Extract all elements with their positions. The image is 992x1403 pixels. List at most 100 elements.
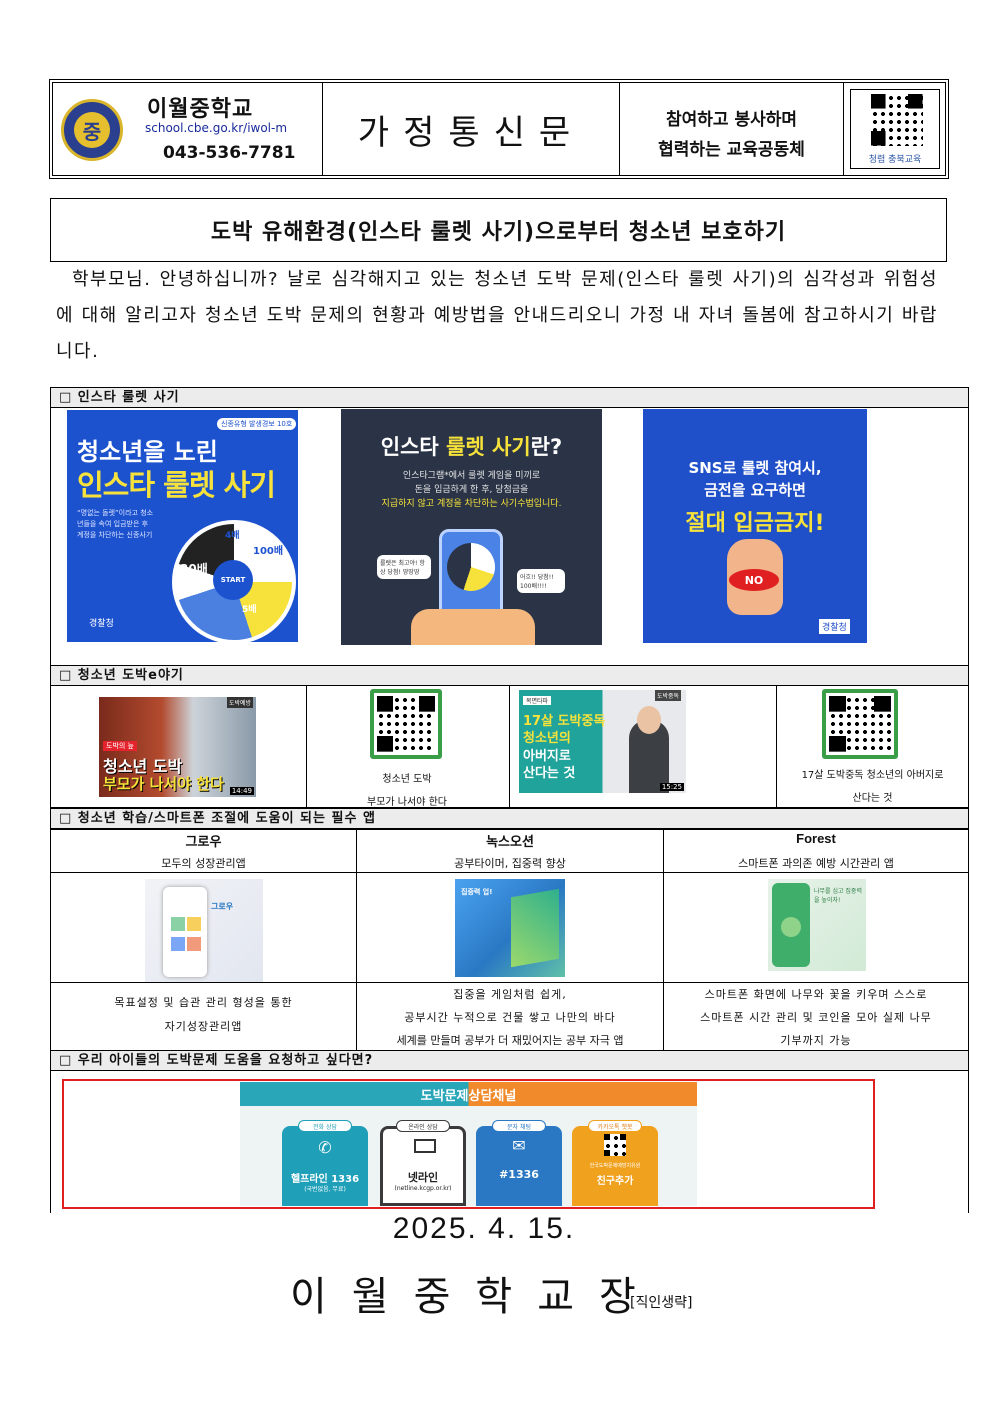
app-desc-2-line-2: 공부시간 누적으로 건물 쌓고 나만의 바다	[404, 1011, 616, 1024]
phone-wheel	[447, 543, 495, 591]
video1-tag: 도박예방	[227, 697, 254, 708]
section-2-frame	[50, 686, 969, 808]
app-image-cell-3: 나무를 심고 집중력을 높이자!	[663, 872, 969, 983]
school-info: 중 이월중학교 school.cbe.go.kr/iwol-m 043-536-…	[53, 83, 323, 175]
forest-phone-mockup	[772, 883, 810, 967]
video-thumb-2[interactable]: 복면타파 도박중독 17살 도박중독 청소년의 아버지로 산다는 것 15:25	[519, 690, 686, 793]
video1-line2: 부모가 나서야 한다	[103, 775, 224, 793]
signature-block: 이월중학교장 [직인생략]	[290, 1264, 730, 1324]
school-logo: 중	[61, 99, 123, 161]
card2-desc: 인스타그램*에서 룰렛 게임을 미끼로 돈을 입금하게 한 후, 당첨금을 지급…	[341, 469, 602, 511]
motto-line-2: 협력하는 교육공동체	[658, 140, 805, 160]
app-desc-cell-3: 스마트폰 화면에 나무와 꽃을 키우며 스스로 스마트폰 시간 관리 및 코인을…	[663, 982, 969, 1051]
video-thumb-1[interactable]: 도박예방 도박의 늪 청소년 도박 부모가 나서야 한다 14:49	[99, 697, 256, 797]
card3-agency: 경찰청	[819, 619, 850, 634]
monitor-icon	[414, 1139, 436, 1153]
school-url[interactable]: school.cbe.go.kr/iwol-m	[145, 121, 288, 135]
wheel-label-d: 5배	[242, 605, 257, 615]
channel-phone[interactable]: ✆ 헬프라인 1336 (국번없음, 무료)	[282, 1126, 368, 1206]
app-desc-3: 스마트폰 화면에 나무와 꽃을 키우며 스스로 스마트폰 시간 관리 및 코인을…	[664, 983, 968, 1052]
channel-kakao[interactable]: 한국도박문제예방치유원 친구추가	[572, 1126, 658, 1206]
qr-code-video-2-icon[interactable]	[822, 689, 898, 759]
video2-line2: 청소년의	[523, 731, 571, 746]
app-desc-2-line-1: 집중을 게임처럼 쉽게,	[453, 988, 567, 1001]
help-banner-title: 도박문제 상담채널	[240, 1082, 697, 1106]
app-header-2: 녹스오션 공부타이머, 집중력 향상	[356, 829, 664, 873]
card2-title-c: 란?	[530, 435, 563, 459]
section-heading-1: □ 인스타 룰렛 사기	[50, 387, 969, 408]
channel-online[interactable]: 넷라인 (netline.kcgp.or.kr)	[380, 1126, 466, 1206]
bubble-1: 룰렛은 최고야! 항상 당첨! 땅땅땅	[377, 555, 431, 579]
card2-title-b: 룰렛 사기	[446, 435, 531, 459]
envelope-icon: ✉	[512, 1136, 526, 1155]
wheel-start: START	[213, 560, 253, 600]
page-title: 도박 유해환경(인스타 룰렛 사기)으로부터 청소년 보호하기	[50, 198, 947, 262]
phone-icon: ✆	[318, 1138, 332, 1157]
app-desc-2-line-3: 세계를 만들며 공부가 더 재밌어지는 공부 자극 앱	[396, 1034, 624, 1047]
app-header-3: Forest 스마트폰 과의존 예방 시간관리 앱	[663, 829, 969, 873]
seal-note: [직인생략]	[630, 1295, 693, 1311]
help-banner: 도박문제 상담채널 ✆ 헬프라인 1336 (국번없음, 무료) 전화 상담 넷…	[240, 1082, 697, 1206]
qr2-caption-2: 산다는 것	[852, 793, 893, 804]
banner-title-a: 도박문제	[420, 1088, 469, 1104]
section-heading-4: □ 우리 아이들의 도박문제 도움을 요청하고 싶다면?	[50, 1050, 969, 1071]
channel-3-tag: 문자 채팅	[492, 1120, 546, 1132]
channel-4-sub: 한국도박문제예방치유원	[589, 1163, 641, 1169]
app-desc-1-line-2: 자기성장관리앱	[164, 1020, 243, 1033]
channel-text[interactable]: ✉ #1336	[476, 1126, 562, 1206]
app-header-1: 그로우 모두의 성장관리앱	[50, 829, 357, 873]
app-desc-2: 집중을 게임처럼 쉽게, 공부시간 누적으로 건물 쌓고 나만의 바다 세계를 …	[357, 983, 663, 1052]
qr-code-icon[interactable]	[871, 94, 923, 146]
video1-line1: 청소년 도박	[103, 757, 183, 776]
app-desc-3-line-1: 스마트폰 화면에 나무와 꽃을 키우며 스스로	[704, 988, 928, 1001]
channel-2-name: 넷라인	[407, 1171, 439, 1184]
card2-title: 인스타 룰렛 사기란?	[341, 431, 602, 461]
hand-illustration	[411, 609, 535, 645]
card1-agency: 경찰청	[89, 619, 114, 629]
intro-paragraph: 학부모님. 안녕하십니까? 날로 심각해지고 있는 청소년 도박 문제(인스타 …	[56, 269, 938, 362]
app-tagline-1: 모두의 성장관리앱	[161, 857, 246, 870]
scam-card-3: SNS로 룰렛 참여시, 금전을 요구하면 절대 입금금지! NO 경찰청	[643, 409, 867, 643]
app-tagline-3: 스마트폰 과의존 예방 시간관리 앱	[738, 857, 894, 870]
video2-line3: 아버지로	[523, 749, 571, 764]
apps-table: 그로우 모두의 성장관리앱 그로우 목표설정 및 습관 관리 형성을 통한 자기…	[50, 829, 969, 1051]
video2-line1: 17살 도박중독	[523, 714, 606, 729]
video2-tag2: 도박중독	[655, 690, 682, 701]
app-image-cell-2: 집중력 업!	[356, 872, 664, 983]
noxocean-phone-text: 집중력 업!	[461, 888, 493, 896]
card3-warning: SNS로 룰렛 참여시, 금전을 요구하면	[643, 457, 867, 501]
channel-2-tag: 온라인 상담	[396, 1120, 450, 1132]
card2-desc-3: 지급하지 않고 계정을 차단하는 사기수법입니다.	[381, 499, 562, 509]
app-name-3: Forest	[796, 831, 836, 846]
signer-name: 이월중학교장	[290, 1274, 661, 1320]
app-desc-cell-2: 집중을 게임처럼 쉽게, 공부시간 누적으로 건물 쌓고 나만의 바다 세계를 …	[356, 982, 664, 1051]
app-desc-1: 목표설정 및 습관 관리 형성을 통한 자기성장관리앱	[51, 991, 356, 1039]
scam-card-1: 신종유형 발생경보 10호 청소년을 노린 인스타 룰렛 사기 “명없는 돌렛”…	[67, 410, 298, 642]
app-desc-3-line-3: 기부까지 가능	[780, 1034, 852, 1047]
motto-line-1: 참여하고 봉사하며	[665, 110, 798, 130]
channel-4-name: 친구추가	[596, 1176, 634, 1187]
noxocean-island	[511, 888, 559, 968]
wheel-label-a: 100배	[253, 546, 284, 557]
grow-app-image: 그로우	[145, 879, 263, 983]
qr1-caption-1: 청소년 도박	[382, 774, 432, 785]
card3-line-3: 절대 입금금지!	[685, 511, 825, 536]
card1-line1: 청소년을 노린	[77, 438, 218, 466]
channel-2-sub: (netline.kcgp.or.kr)	[394, 1185, 452, 1192]
qr-block: 청렴 충북교육	[850, 89, 940, 169]
card2-desc-2: 돈을 입금하게 한 후, 당첨금을	[414, 485, 529, 495]
school-phone: 043-536-7781	[163, 143, 296, 163]
card3-line-2: 금전을 요구하면	[704, 481, 806, 499]
app-tagline-2: 공부타이머, 집중력 향상	[454, 857, 566, 870]
banner-title-b: 상담채널	[468, 1088, 517, 1104]
alert-badge: 신종유형 발생경보 10호	[217, 418, 297, 430]
qr1-caption-2: 부모가 나서야 한다	[367, 797, 447, 808]
video1-sub: 도박의 늪	[103, 741, 137, 751]
card2-desc-1: 인스타그램*에서 룰렛 게임을 미끼로	[402, 471, 541, 481]
card3-line-1: SNS로 룰렛 참여시,	[688, 459, 822, 477]
qr-code-video-1-icon[interactable]	[370, 689, 442, 759]
channel-1-name: 헬프라인 1336	[290, 1174, 360, 1185]
speaker-face	[637, 706, 661, 734]
issue-date: 2025. 4. 15.	[392, 1212, 576, 1245]
logo-char: 중	[74, 112, 110, 148]
